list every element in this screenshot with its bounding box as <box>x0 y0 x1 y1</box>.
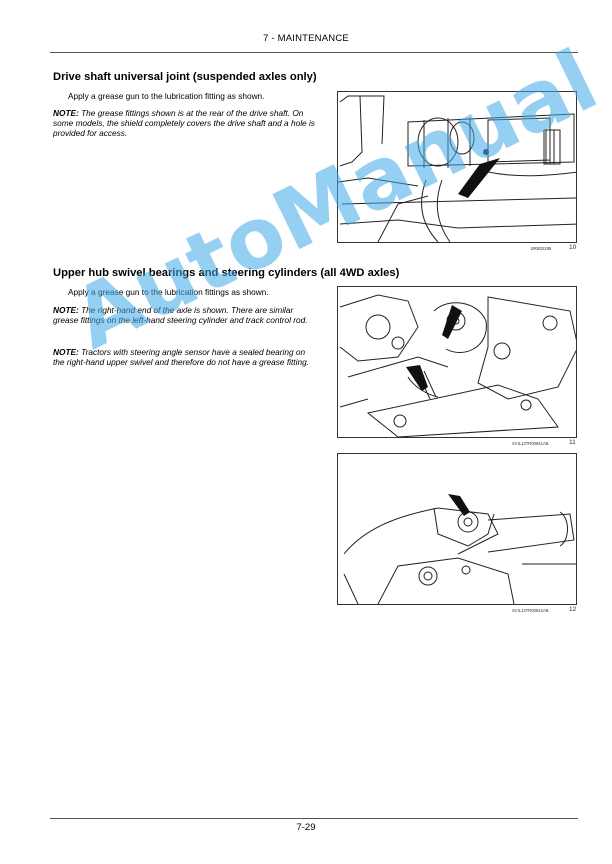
figure-number-12: 12 <box>569 606 577 613</box>
section-title-hub-swivel: Upper hub swivel bearings and steering c… <box>53 267 400 279</box>
section-title-drive-shaft: Drive shaft universal joint (suspended a… <box>53 71 317 83</box>
figure-code-10: BRB02285 <box>531 246 552 251</box>
page-number: 7-29 <box>296 822 316 833</box>
figure-number-10: 10 <box>569 244 577 251</box>
note-label: NOTE: <box>53 305 79 315</box>
header-rule <box>50 52 578 53</box>
note-drive-shaft: NOTE: The grease fittings shown is at th… <box>53 108 315 139</box>
pointer-arrow-icon <box>448 494 470 516</box>
figure-drive-shaft <box>337 91 577 243</box>
note-text: The grease fittings shown is at the rear… <box>53 108 315 139</box>
header-title: 7 - MAINTENANCE <box>263 33 349 44</box>
pointer-arrow-icon <box>458 158 500 198</box>
pointer-arrow-icon <box>442 305 462 339</box>
figure-number-11: 11 <box>569 439 576 446</box>
footer-rule <box>50 818 578 819</box>
drive-shaft-illustration <box>338 95 576 242</box>
note-right-hand-axle: NOTE: The right-hand end of the axle is … <box>53 305 315 325</box>
figure-upper-swivel <box>337 453 577 605</box>
figure-steering-cylinder <box>337 286 577 438</box>
steering-cylinder-illustration <box>339 294 576 437</box>
note-text: The right-hand end of the axle is shown.… <box>53 305 308 326</box>
instruction-drive-shaft: Apply a grease gun to the lubrication fi… <box>68 91 265 101</box>
instruction-hub-swivel: Apply a grease gun to the lubrication fi… <box>68 287 269 297</box>
note-text: Tractors with steering angle sensor have… <box>53 347 309 368</box>
note-label: NOTE: <box>53 347 79 357</box>
note-label: NOTE: <box>53 108 79 118</box>
figure-code-11: SVIL13TR00841AB <box>512 441 549 446</box>
note-steering-sensor: NOTE: Tractors with steering angle senso… <box>53 347 315 367</box>
figure-code-12: SVIL13TR00842AB <box>512 608 549 613</box>
upper-swivel-illustration <box>343 494 576 604</box>
pointer-arrow-icon <box>406 365 428 391</box>
